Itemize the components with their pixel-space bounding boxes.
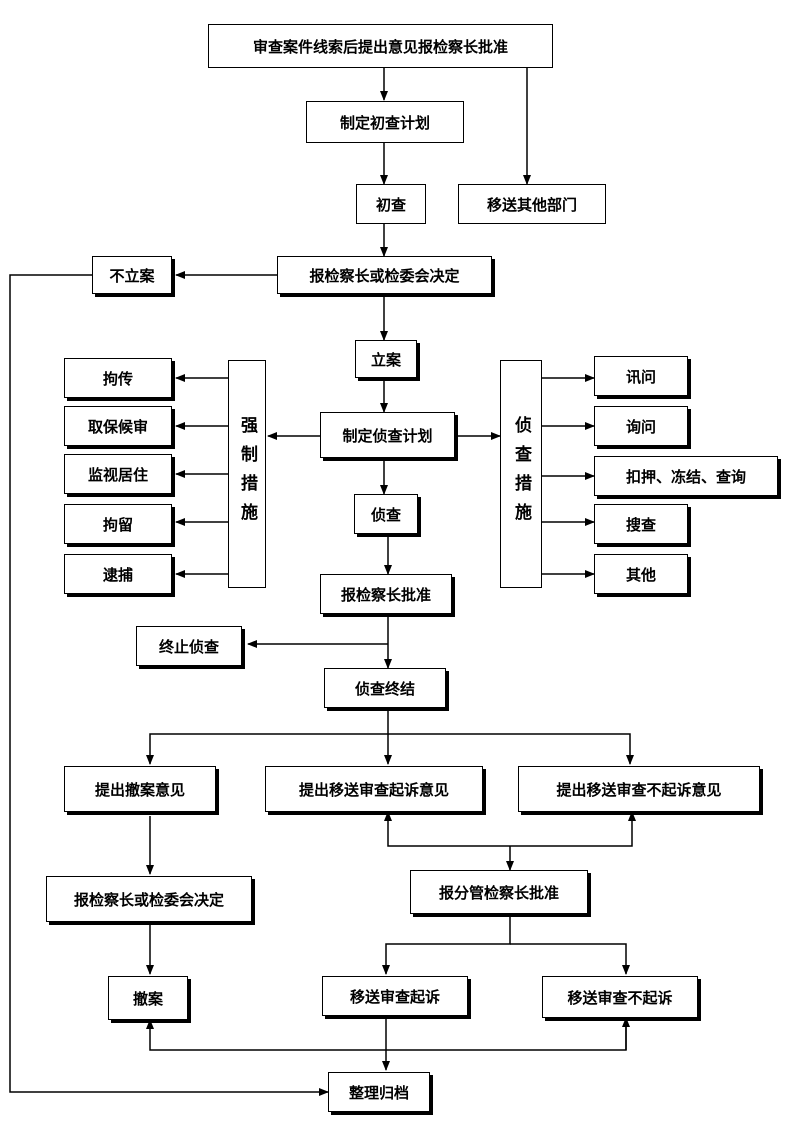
node-deputy-approval: 报分管检察长批准 [410,870,588,914]
edge-deputy-to-propose-prosecution [384,811,510,847]
node-investigation-plan: 制定侦查计划 [320,412,455,458]
node-other: 其他 [594,554,688,594]
node-summons: 拘传 [64,358,172,398]
edge-to-withdraw-bottom [146,1016,627,1051]
node-residential-surveillance: 监视居住 [64,454,172,494]
node-initial-plan: 制定初查计划 [306,101,464,143]
node-bail: 取保候审 [64,406,172,446]
edge-deputy-to-propose-non-prosecution [510,811,636,847]
node-chief-approval: 报检察长批准 [320,574,452,614]
node-inquiry: 询问 [594,406,688,446]
node-file-case: 立案 [355,340,417,378]
node-search: 搜查 [594,504,688,544]
node-propose-non-prosecution: 提出移送审查不起诉意见 [518,766,760,812]
node-propose-withdraw: 提出撤案意见 [64,766,216,812]
node-investigation: 侦查 [354,494,418,534]
node-chief-decision-1: 报检察长或检委会决定 [277,256,492,294]
edge-deputy-to-branch [382,914,511,975]
node-coercive-measures: 强制措施 [228,360,266,588]
node-withdraw: 撤案 [108,976,188,1020]
node-terminate-investigation: 终止侦查 [136,626,242,666]
node-interrogation: 讯问 [594,356,688,396]
node-chief-decision-2: 报检察长或检委会决定 [46,876,252,922]
node-review-clues: 审查案件线索后提出意见报检察长批准 [208,24,553,68]
node-transfer-non-prosecution: 移送审查不起诉 [542,976,698,1018]
node-not-file: 不立案 [92,256,172,294]
node-initial-check: 初查 [356,184,426,224]
node-propose-prosecution: 提出移送审查起诉意见 [265,766,483,812]
edge-end-to-propose-non-prosecution [388,733,634,765]
edge-not-file-to-archive [9,274,329,1096]
edge-end-to-branch [146,708,389,765]
node-investigation-end: 侦查终结 [324,668,446,708]
edge-deputy-to-non-prosecution [510,943,630,975]
coercive-measures-label: 强制措施 [237,416,257,532]
node-detention: 拘留 [64,504,172,544]
node-archive: 整理归档 [328,1072,430,1112]
node-arrest: 逮捕 [64,554,172,594]
node-investigative-measures: 侦查措施 [500,360,542,588]
node-seize-freeze: 扣押、冻结、查询 [594,456,778,496]
investigative-measures-label: 侦查措施 [511,416,531,532]
node-transfer-prosecution: 移送审查起诉 [322,976,468,1016]
node-transfer-other: 移送其他部门 [458,184,606,224]
